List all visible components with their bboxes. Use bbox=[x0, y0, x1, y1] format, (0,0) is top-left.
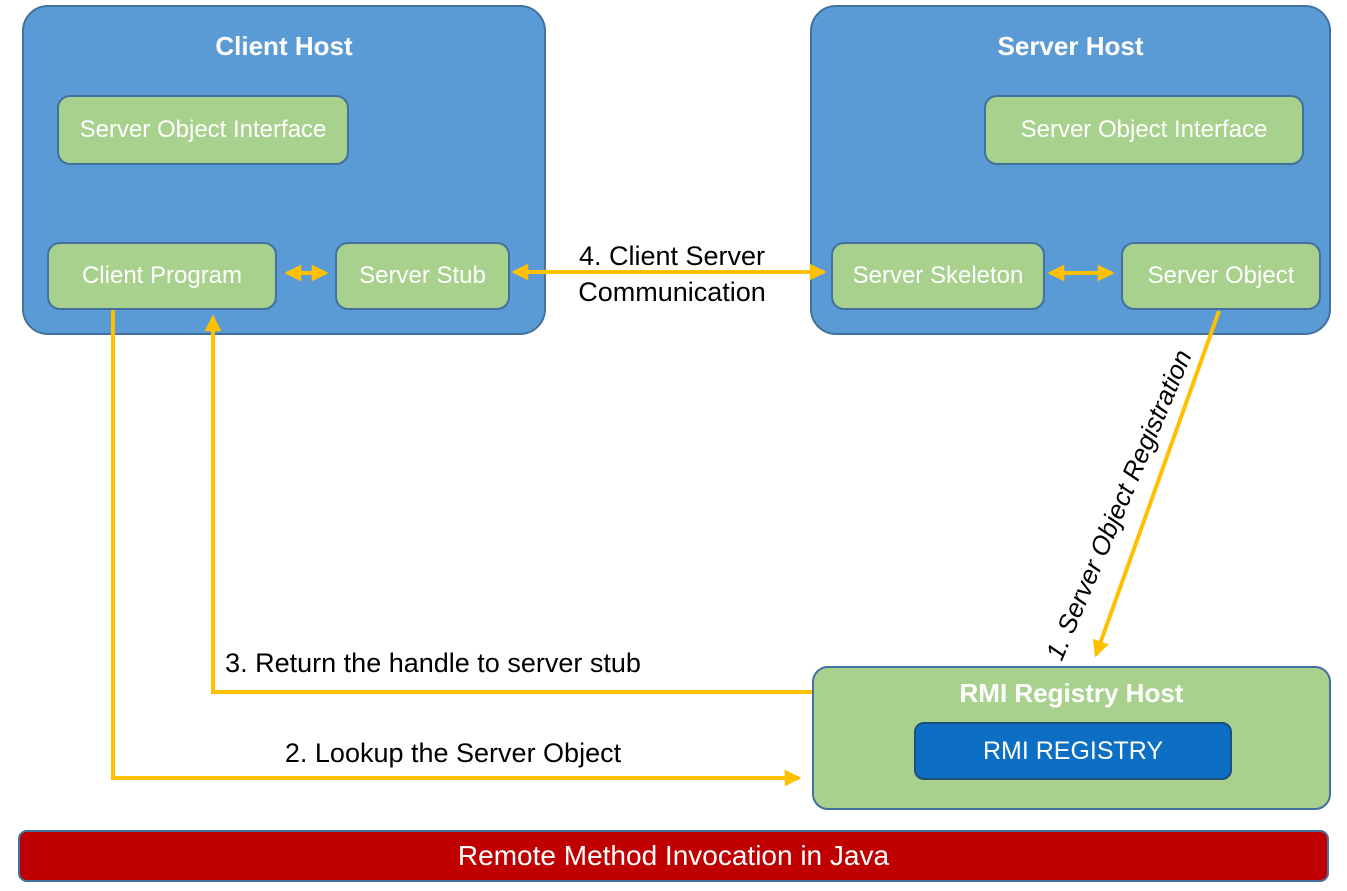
client-host-box: Client Host Server Object Interface Clie… bbox=[22, 5, 546, 335]
server-object-interface-box: Server Object Interface bbox=[984, 95, 1304, 165]
communication-label: 4. Client Server Communication bbox=[578, 238, 766, 310]
server-object-box: Server Object bbox=[1121, 242, 1321, 310]
lookup-label: 2. Lookup the Server Object bbox=[284, 738, 622, 768]
return-handle-label: 3. Return the handle to server stub bbox=[225, 648, 641, 678]
rmi-registry-host-title: RMI Registry Host bbox=[959, 678, 1184, 708]
client-server-object-interface-box: Server Object Interface bbox=[57, 95, 349, 165]
server-stub-box: Server Stub bbox=[335, 242, 510, 310]
lookup-arrow bbox=[111, 310, 802, 787]
server-skeleton-box: Server Skeleton bbox=[831, 242, 1045, 310]
server-host-box: Server Host Server Object Interface Serv… bbox=[810, 5, 1331, 335]
server-host-title: Server Host bbox=[997, 31, 1144, 61]
rmi-registry-host-box: RMI Registry Host RMI REGISTRY bbox=[812, 666, 1331, 810]
rmi-registry-box: RMI REGISTRY bbox=[914, 722, 1232, 780]
return-handle-arrow bbox=[204, 314, 812, 694]
client-host-title: Client Host bbox=[215, 31, 353, 61]
communication-label-line2: Communication bbox=[578, 277, 766, 307]
registration-label: 1. Server Object Registration bbox=[1039, 345, 1198, 665]
communication-label-line1: 4. Client Server bbox=[578, 241, 766, 271]
client-program-box: Client Program bbox=[47, 242, 277, 310]
bottom-banner: Remote Method Invocation in Java bbox=[18, 830, 1329, 882]
